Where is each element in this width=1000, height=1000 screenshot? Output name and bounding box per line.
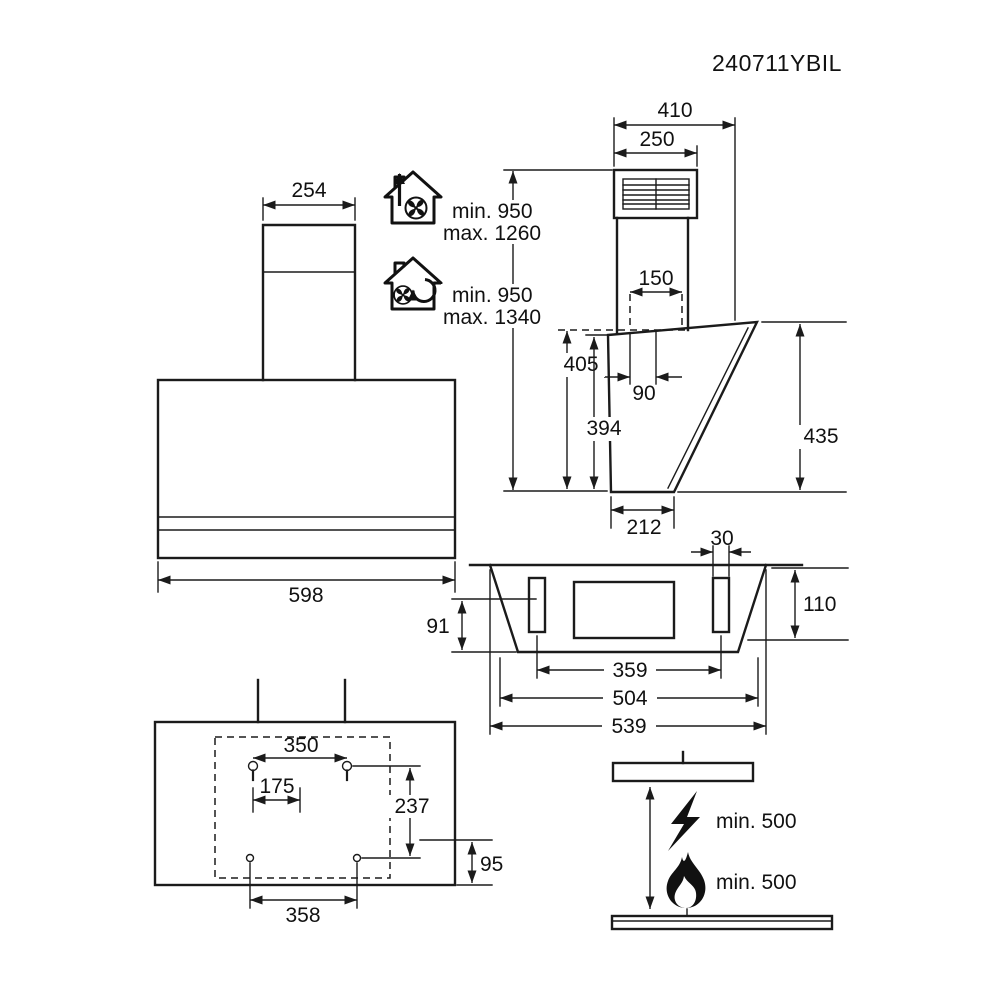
exhaust-mode-row: min. 950 max. 1260 — [383, 170, 545, 245]
grille-slats-icon — [622, 178, 690, 210]
dim-duct-width: 150 — [630, 267, 682, 297]
exhaust-max-height: max. 1260 — [443, 222, 541, 245]
exhaust-min-height: min. 950 — [452, 200, 533, 223]
dim-vertical-hole-span: 237 — [352, 765, 436, 859]
dim-half-hole-span: 175 — [252, 775, 301, 813]
dim-bracket-span: 359 — [536, 635, 722, 682]
dim-side-depth: 110 — [747, 567, 849, 641]
dim-body-width: 598 — [157, 561, 456, 607]
dim-bracket-width: 30 — [691, 527, 751, 577]
recirculation-house-icon — [383, 256, 443, 311]
dim-label: 212 — [626, 516, 661, 539]
dim-height-rear: 394 — [580, 334, 628, 489]
dim-label: 539 — [611, 715, 646, 738]
dim-label: 90 — [632, 382, 655, 405]
dim-label: 254 — [291, 179, 326, 202]
dim-lower-hole-span: 358 — [249, 862, 358, 927]
side-view: 410 250 150 90 405 — [503, 99, 847, 539]
front-chimney — [261, 223, 357, 382]
dim-label: 504 — [612, 687, 647, 710]
duct-opening — [572, 580, 676, 640]
dim-front-depth: 91 — [426, 598, 537, 653]
dim-label: 598 — [288, 584, 323, 607]
fan-icon — [393, 285, 413, 305]
duct-outline-dashed — [558, 294, 688, 331]
top-hood-outline — [488, 563, 768, 654]
dim-bottom-depth: 212 — [610, 496, 675, 539]
side-grille — [612, 168, 699, 220]
dim-label: 350 — [283, 734, 318, 757]
dim-height-front: 435 — [677, 321, 847, 493]
dim-label: 237 — [394, 795, 429, 818]
dim-height-rear-upper: 405 — [557, 331, 605, 489]
lightning-icon — [668, 791, 700, 851]
wall-mounting-template: 350 175 237 95 358 — [153, 678, 503, 927]
clearance-view: min. 500 min. 500 — [610, 750, 834, 931]
template-outline — [153, 720, 457, 887]
gas-hob-clearance: min. 500 — [716, 871, 797, 894]
dim-total-depth: 410 — [613, 99, 736, 321]
dim-label: 91 — [426, 615, 449, 638]
lower-mounting-holes — [245, 853, 362, 863]
dim-chimney-depth: 250 — [614, 128, 698, 167]
right-bracket — [711, 576, 731, 634]
dim-label: 95 — [480, 853, 503, 876]
flame-icon — [666, 852, 706, 908]
electric-hob-clearance: min. 500 — [716, 810, 797, 833]
hood-bottom — [611, 761, 755, 783]
dim-label: 435 — [803, 425, 838, 448]
dim-top-total-width: 539 — [489, 569, 767, 738]
dim-label: 394 — [586, 417, 621, 440]
exhaust-house-icon — [383, 170, 443, 225]
dim-chimney-width: 254 — [262, 179, 356, 221]
cooktop — [610, 908, 834, 931]
recirculation-max-height: max. 1340 — [443, 306, 541, 329]
left-bracket — [527, 576, 547, 634]
recirculation-arrow-icon — [407, 278, 437, 303]
dim-upper-hole-span: 350 — [253, 734, 347, 763]
front-view: 254 598 — [156, 179, 457, 607]
dim-top-body-width: 504 — [499, 657, 759, 710]
dim-lower-offset: 95 — [419, 839, 503, 886]
recirculation-mode-row: min. 950 max. 1340 — [383, 256, 545, 329]
dim-label: 359 — [612, 659, 647, 682]
dim-label: 405 — [563, 353, 598, 376]
dim-label: 358 — [285, 904, 320, 927]
fan-icon — [404, 196, 428, 220]
dim-duct-offset: 90 — [604, 372, 682, 405]
dim-label: 175 — [259, 775, 294, 798]
dim-label: 250 — [639, 128, 674, 151]
dim-label: 410 — [657, 99, 692, 122]
dim-label: 110 — [803, 593, 836, 616]
upper-mounting-holes — [247, 760, 353, 782]
recirculation-min-height: min. 950 — [452, 284, 533, 307]
front-body — [156, 378, 457, 560]
dim-label: 150 — [638, 267, 673, 290]
dim-label: 30 — [710, 527, 733, 550]
model-number: 240711YBIL — [712, 50, 842, 76]
top-view: 30 110 91 359 504 — [426, 527, 849, 738]
